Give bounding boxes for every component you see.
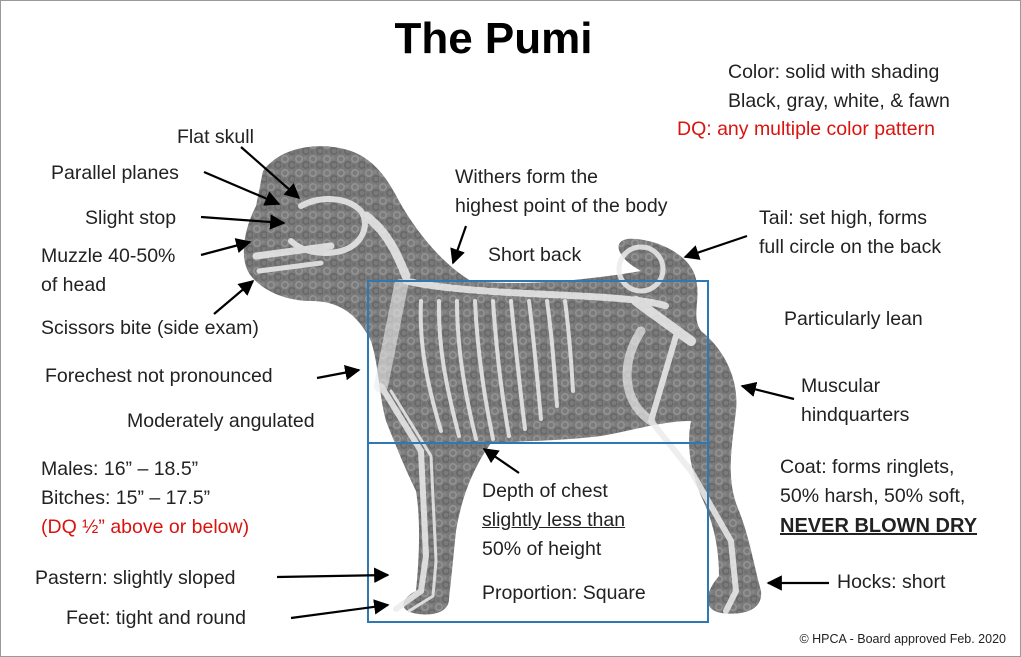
label-coat-1: Coat: forms ringlets,	[780, 456, 955, 478]
label-tail-2: full circle on the back	[759, 236, 942, 258]
label-coat-2: 50% harsh, 50% soft,	[780, 485, 966, 507]
label-flat-skull: Flat skull	[177, 126, 254, 148]
arrow-pastern	[276, 567, 390, 583]
label-moderately-angulated: Moderately angulated	[127, 410, 315, 432]
proportion-square	[367, 280, 709, 623]
label-parallel-planes: Parallel planes	[51, 162, 179, 184]
label-short-back: Short back	[488, 244, 582, 266]
pointer-arrows	[200, 146, 829, 620]
arrow-flat-skull	[240, 146, 301, 200]
page-title: The Pumi	[394, 14, 593, 63]
label-hocks: Hocks: short	[837, 571, 946, 593]
label-muzzle-2: of head	[41, 274, 107, 296]
label-depth-1: Depth of chest	[482, 480, 608, 502]
arrow-withers	[450, 225, 468, 265]
label-proportion: Proportion: Square	[482, 582, 646, 604]
label-tail-1: Tail: set high, forms	[759, 207, 927, 229]
label-particularly-lean: Particularly lean	[784, 308, 923, 330]
arrow-tail	[683, 234, 748, 260]
arrow-muzzle	[200, 238, 252, 257]
label-height-dq: (DQ ½” above or below)	[41, 516, 250, 538]
arrow-forechest	[316, 365, 361, 381]
arrow-depth-chest	[482, 448, 520, 474]
color-line-1: Color: solid with shading	[728, 61, 940, 83]
label-scissors-bite: Scissors bite (side exam)	[41, 317, 259, 339]
label-depth-2: slightly less than	[482, 509, 626, 531]
label-males-height: Males: 16” – 18.5”	[41, 458, 199, 480]
copyright-notice: © HPCA - Board approved Feb. 2020	[799, 632, 1006, 646]
arrow-hindquarters	[740, 381, 795, 401]
arrow-feet	[290, 599, 390, 620]
label-forechest: Forechest not pronounced	[45, 365, 273, 387]
arrow-parallel-planes	[203, 170, 281, 206]
label-withers-2: highest point of the body	[455, 195, 668, 217]
label-muzzle-1: Muzzle 40-50%	[41, 245, 176, 267]
label-depth-3: 50% of height	[482, 538, 602, 560]
label-muscular-1: Muscular	[801, 375, 881, 397]
label-muscular-2: hindquarters	[801, 404, 910, 426]
arrow-slight-stop	[200, 214, 286, 230]
arrow-scissors-bite	[213, 280, 255, 315]
color-dq: DQ: any multiple color pattern	[677, 118, 935, 140]
label-withers-1: Withers form the	[455, 166, 599, 188]
label-bitches-height: Bitches: 15” – 17.5”	[41, 487, 211, 509]
color-line-2: Black, gray, white, & fawn	[728, 90, 950, 112]
dog-skeleton	[252, 196, 740, 614]
label-slight-stop: Slight stop	[85, 207, 177, 229]
label-pastern: Pastern: slightly sloped	[35, 567, 236, 589]
label-feet: Feet: tight and round	[66, 607, 246, 629]
label-coat-3: NEVER BLOWN DRY	[780, 515, 978, 537]
